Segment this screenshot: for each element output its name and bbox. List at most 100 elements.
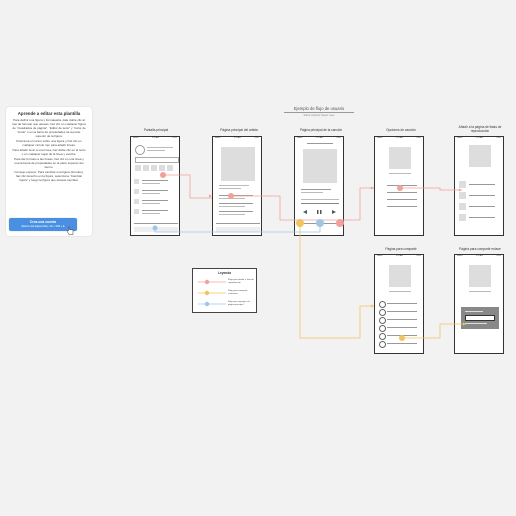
legend-item-blue: Flujo para agregar a la página principal xyxy=(198,301,254,309)
share-option[interactable] xyxy=(379,325,386,332)
arrow-icon xyxy=(209,194,212,198)
time-text: 9:41 AM xyxy=(396,255,403,257)
carrier-text: Sketch xyxy=(215,137,221,139)
red-flow-node xyxy=(397,185,403,191)
create-account-button[interactable]: Crea una cuenta (Marca esta página Mac) … xyxy=(9,218,77,231)
time-text: 9:41 AM xyxy=(316,137,323,139)
blue-flow-node xyxy=(152,225,158,231)
playlist-item[interactable] xyxy=(459,181,466,188)
diagram-subtitle: Sobre Imprimir Hacer nuev xyxy=(303,114,335,117)
legend-label-yellow: Flujo para compartir canciones xyxy=(228,290,248,295)
next-icon xyxy=(332,210,336,214)
diagram-title: Ejemplo de flujo de usuario xyxy=(284,106,354,113)
previous-icon xyxy=(303,210,307,214)
blue-flow-node xyxy=(316,219,324,227)
instructions-p3: Para añadir texto a una línea, haz doble… xyxy=(12,148,86,157)
phone-share: Sketch 9:41 AM 100% xyxy=(374,254,424,354)
instructions-p1: Para definir una figura y formatearla, d… xyxy=(12,118,86,138)
instructions-body: Para definir una figura y formatearla, d… xyxy=(12,118,86,185)
status-bar: Sketch 9:41 AM 100% xyxy=(375,255,423,258)
yellow-flow-line-1 xyxy=(299,220,374,339)
list-item[interactable] xyxy=(134,189,139,194)
screen-label-song: Página principal de la canción xyxy=(299,128,343,132)
share-option[interactable] xyxy=(379,301,386,308)
battery-text: 100% xyxy=(496,255,501,257)
battery-text: 100% xyxy=(416,255,421,257)
yellow-flow-line-2 xyxy=(402,323,466,339)
carrier-text: Sketch xyxy=(457,137,463,139)
screen-label-share: Página para compartir xyxy=(385,247,417,251)
battery-text: 100% xyxy=(172,137,177,139)
legend: Leyenda Flujo para añadir a lista de rep… xyxy=(192,268,257,313)
status-bar: Sketch 9:41 AM 100% xyxy=(295,137,343,140)
playlist-item[interactable] xyxy=(459,203,466,210)
screen-label-artist: Página principal del artista xyxy=(220,128,258,132)
share-option[interactable] xyxy=(379,317,386,324)
battery-text: 100% xyxy=(496,137,501,139)
blue-flow-line xyxy=(154,222,321,233)
instructions-p4: Para dar formato a las líneas, haz clic … xyxy=(14,157,84,170)
arrow-icon xyxy=(371,186,374,190)
phone-artist: Sketch 9:41 AM 100% xyxy=(212,136,262,236)
album-art xyxy=(303,149,337,183)
list-item[interactable] xyxy=(134,199,139,204)
red-flow-line-4 xyxy=(400,187,462,191)
playlist-item[interactable] xyxy=(459,192,466,199)
yellow-flow-node xyxy=(296,219,304,227)
legend-item-red: Flujo para añadir a lista de reproducció… xyxy=(198,279,254,287)
battery-text: 100% xyxy=(254,137,259,139)
playback-controls xyxy=(303,210,336,214)
time-text: 9:41 AM xyxy=(396,137,403,139)
screen-label-share-link: Página para compartir enlace xyxy=(459,247,501,251)
search-input[interactable] xyxy=(135,157,179,163)
arrow-icon xyxy=(463,322,466,326)
list-item[interactable] xyxy=(134,209,139,214)
share-option[interactable] xyxy=(379,309,386,316)
legend-label-red: Flujo para añadir a lista de reproducció… xyxy=(228,279,254,284)
phone-add-playlist: Sketch 9:41 AM 100% xyxy=(454,136,504,236)
screen-label-add: Añadir a la página de listas de reproduc… xyxy=(458,125,502,133)
red-flow-node xyxy=(336,219,344,227)
create-account-label: Crea una cuenta xyxy=(29,220,57,224)
carrier-text: Sketch xyxy=(297,137,303,139)
artist-image xyxy=(221,147,255,181)
screen-label-main: Pantalla principal xyxy=(143,128,169,132)
instructions-p2: Posiciona el cursor sobre una figura y h… xyxy=(16,138,82,147)
battery-text: 100% xyxy=(416,137,421,139)
red-flow-node xyxy=(228,193,234,199)
legend-title: Leyenda xyxy=(218,271,231,275)
link-field[interactable] xyxy=(465,315,495,321)
carrier-text: Sketch xyxy=(377,255,383,257)
playlist-item[interactable] xyxy=(459,214,466,221)
time-text: 9:41 AM xyxy=(234,137,241,139)
status-bar: Sketch 9:41 AM 100% xyxy=(455,137,503,140)
avatar xyxy=(135,145,145,155)
legend-label-blue: Flujo para agregar a la página principal xyxy=(228,301,251,306)
time-text: 9:41 AM xyxy=(476,255,483,257)
status-bar: Sketch 9:41 AM 100% xyxy=(213,137,261,140)
carrier-text: Sketch xyxy=(133,137,139,139)
arrow-icon xyxy=(459,188,462,192)
instructions-panel: Aprende a editar esta plantilla Para def… xyxy=(6,107,92,236)
time-text: 9:41 AM xyxy=(476,137,483,139)
instructions-p5: Consejo experto: Para cambiar una figura… xyxy=(14,170,84,183)
screen-label-options: Opciones de canción xyxy=(386,128,416,132)
legend-item-yellow: Flujo para compartir canciones xyxy=(198,290,254,298)
carrier-text: Sketch xyxy=(457,255,463,257)
status-bar: Sketch 9:41 AM 100% xyxy=(455,255,503,258)
list-item[interactable] xyxy=(134,179,139,184)
phone-share-link: Sketch 9:41 AM 100% xyxy=(454,254,504,354)
share-option[interactable] xyxy=(379,333,386,340)
red-flow-line-3 xyxy=(340,187,374,221)
battery-text: 100% xyxy=(336,137,341,139)
create-account-shortcut: (Marca esta página Mac) • Alt + Shift + … xyxy=(21,224,65,228)
instructions-heading: Aprende a editar esta plantilla xyxy=(17,111,81,116)
red-flow-line-2 xyxy=(232,195,340,221)
red-flow-line-1 xyxy=(165,174,212,199)
link-icon[interactable] xyxy=(379,341,386,348)
